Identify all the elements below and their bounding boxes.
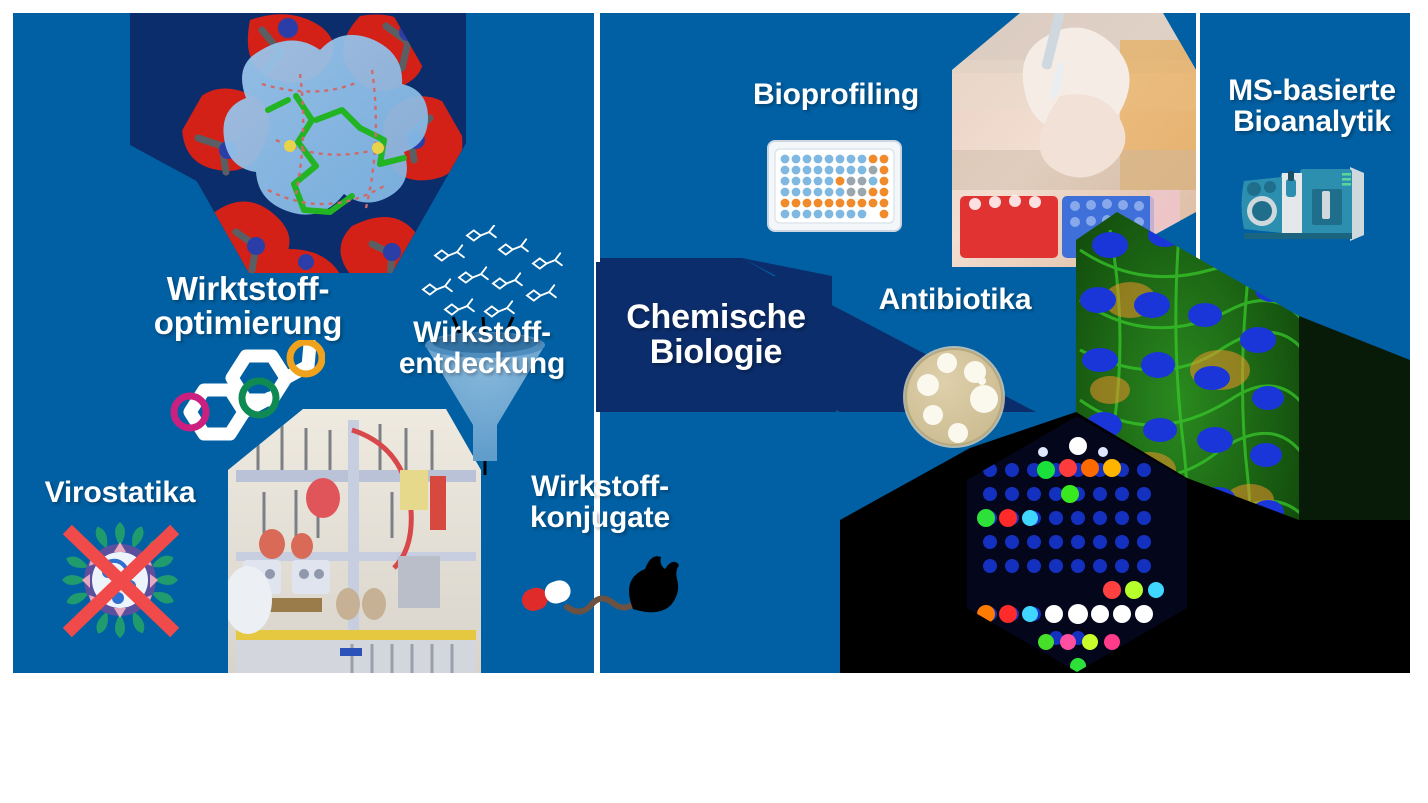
label-virostatika: Virostatika: [44, 476, 196, 509]
pill-trojan-horse-icon: [521, 556, 679, 615]
pipetting-photo: [952, 13, 1196, 267]
molecule-scaffold-icon: [170, 340, 325, 441]
microarray-photo: [967, 416, 1187, 672]
base-shapes: [13, 13, 1410, 673]
lab-synthesis-photo: [228, 409, 481, 673]
agar-plate-icon: [903, 346, 1005, 448]
label-ms-basierte-bioanalytik: MS-basierte Bioanalytik: [1228, 74, 1396, 138]
crossed-out-virus-icon: [62, 522, 180, 638]
label-chemische-biologie: Chemische Biologie: [626, 298, 806, 371]
label-wirkstoff-konjugate: Wirkstoff- konjugate: [530, 470, 670, 534]
hexagon-network-graphic: Wirktstoff- optimierung Wirkstoff- entde…: [13, 13, 1410, 673]
label-bioprofiling: Bioprofiling: [753, 78, 919, 111]
label-wirkstoff-optimierung: Wirktstoff- optimierung: [153, 270, 343, 341]
label-wirkstoff-entdeckung: Wirkstoff- entdeckung: [398, 316, 566, 380]
microplate-icon: [767, 140, 902, 232]
label-antibiotika: Antibiotika: [878, 283, 1032, 316]
funnel-screening-icon: [421, 225, 563, 475]
mass-spectrometer-icon: [1241, 167, 1364, 241]
